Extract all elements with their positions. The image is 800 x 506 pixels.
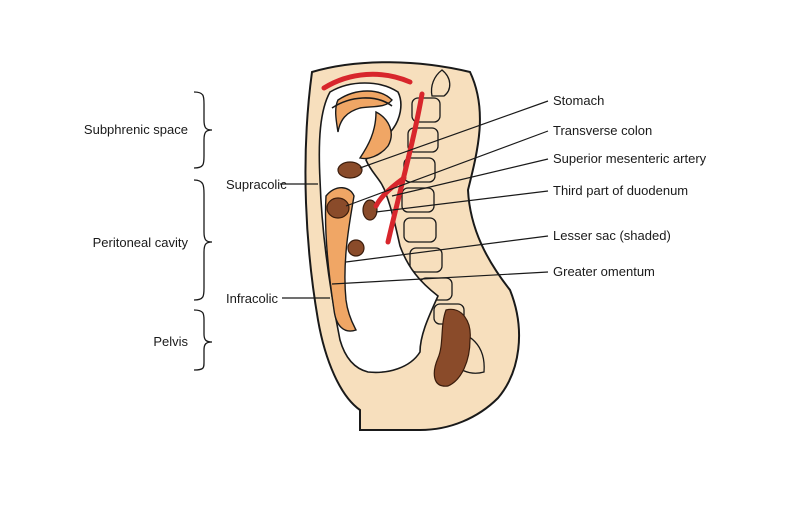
label-peritoneal-cavity: Peritoneal cavity	[93, 235, 189, 250]
label-transverse-colon: Transverse colon	[553, 123, 652, 138]
transverse-colon-organ	[326, 197, 350, 219]
rectum-sigmoid	[433, 308, 471, 387]
label-supracolic: Supracolic	[226, 177, 287, 192]
stomach-peritoneum	[358, 110, 392, 160]
label-third-part-of-duodenum: Third part of duodenum	[553, 183, 688, 198]
leader-sma	[391, 158, 549, 197]
leader-greater-omentum	[331, 271, 549, 285]
brace-subphrenic	[193, 91, 213, 169]
label-pelvis: Pelvis	[153, 334, 188, 349]
leader-stomach	[359, 100, 549, 169]
label-superior-mesenteric-artery: Superior mesenteric artery	[553, 151, 707, 166]
brace-peritoneal	[193, 179, 213, 301]
leader-transverse-colon	[345, 130, 549, 207]
stomach-organ	[337, 161, 363, 179]
aorta-vessel	[385, 91, 425, 245]
superior-mesenteric-artery-vessel	[373, 175, 407, 209]
label-lesser-sac: Lesser sac (shaded)	[553, 228, 671, 243]
leader-duodenum	[375, 190, 549, 213]
diaphragm-vessel	[321, 71, 413, 91]
subphrenic-recess	[331, 97, 393, 109]
label-greater-omentum: Greater omentum	[553, 264, 655, 279]
label-infracolic: Infracolic	[226, 291, 279, 306]
duodenum-organ	[362, 199, 378, 221]
label-subphrenic-space: Subphrenic space	[84, 122, 188, 137]
lesser-sac-shaded	[335, 90, 393, 133]
small-bowel-loop	[347, 239, 365, 257]
label-stomach: Stomach	[553, 93, 604, 108]
brace-pelvis	[193, 309, 213, 371]
greater-omentum-fold	[324, 187, 357, 332]
leader-lesser-sac	[345, 235, 549, 263]
